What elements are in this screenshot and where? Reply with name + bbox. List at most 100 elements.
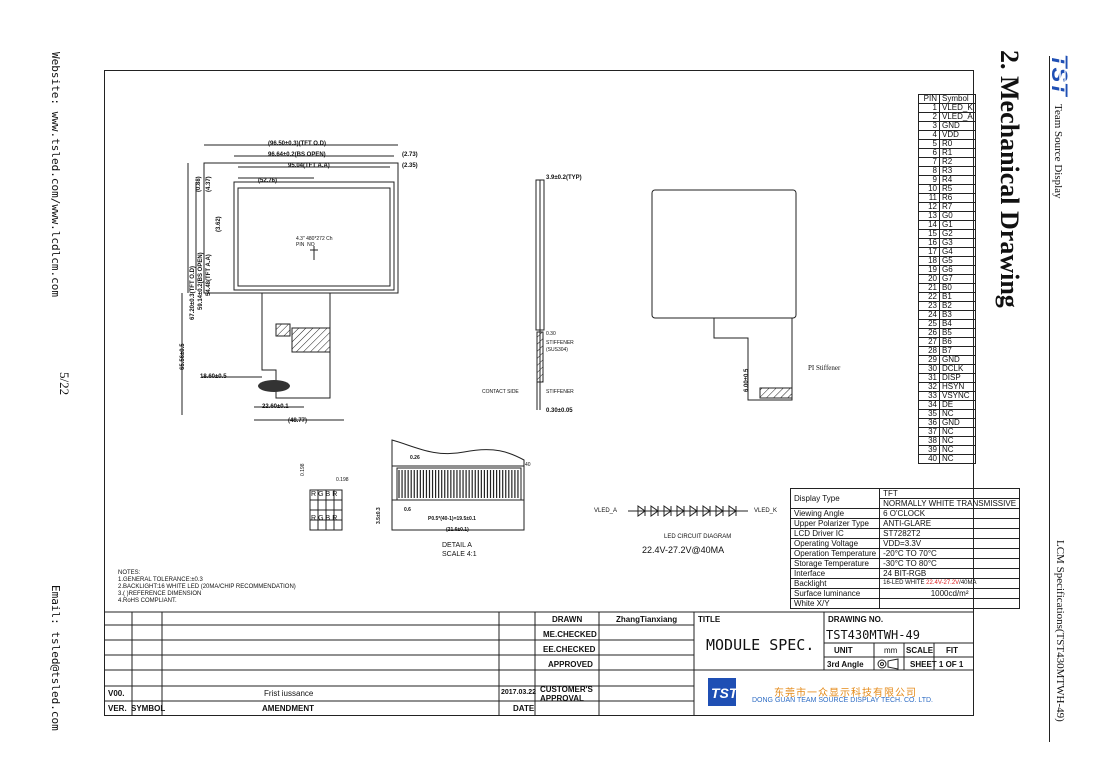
dim-left-1: 67.20±0.3(TFT O.D) (190, 266, 196, 320)
detail-06: 0.6 (404, 507, 411, 513)
drawn-value: ZhangTianxiang (616, 615, 678, 624)
pixel-height: 0.198 (300, 463, 306, 476)
amendment-label: AMENDMENT (262, 704, 314, 713)
email-text: Email: tsled@tsled.com (49, 585, 62, 731)
spec-table: Display Type TFT NORMALLY WHITE TRANSMIS… (789, 488, 1021, 609)
led-diode (715, 505, 724, 517)
dim-left-2: 59.14±0.2(BS OPEN) (198, 252, 204, 310)
dim-bs-open: 96.64±0.2(BS OPEN) (268, 152, 326, 158)
spec-value (879, 598, 1021, 609)
backlight-voltage: 22.4V-27.2V (926, 580, 960, 586)
center-note: 4.3" 480*272 Ch PIN NO (296, 236, 333, 248)
angle-label: 3rd Angle (827, 660, 864, 669)
side-stiffener-material: (SUS304) (546, 347, 568, 353)
note-line: NOTES: (118, 570, 141, 576)
spec-label: Operating Voltage (789, 538, 881, 549)
dim-active-area: 95.04(TFT A.A) (288, 163, 330, 169)
notes-block: NOTES: 1.GENERAL TOLERANCE:±0.3 2.BACKLI… (118, 570, 296, 605)
rev-version: V00. (108, 689, 125, 698)
note-line: 1.GENERAL TOLERANCE:±0.3 (118, 577, 203, 583)
contact-side-label: CONTACT SIDE (482, 389, 519, 395)
spec-value: ST7282T2 (879, 528, 1021, 539)
section-title: 2. Mechanical Drawing (995, 50, 1024, 308)
pixel-row-1: RGBR (311, 491, 340, 498)
spec-label: Surface luminance (789, 588, 881, 599)
back-dimension: 6.00±0.5 (744, 368, 750, 392)
dim-1860: 18.60±0.5 (200, 374, 227, 380)
led-diagram-title: LED CIRCUIT DIAGRAM (664, 534, 732, 540)
title-label: TITLE (698, 615, 721, 624)
spec-label: Display Type (789, 488, 881, 509)
dim-left-5: (4.37) (206, 176, 212, 192)
spec-value: 16-LED WHITE 22.4V-27.2V/40MA (879, 578, 1021, 589)
dim-4877: (48.77) (288, 418, 308, 424)
led-diode (689, 505, 698, 517)
detail-left: 3.5±0.3 (376, 507, 382, 524)
rev-date: 2017.03.22 (501, 689, 537, 696)
note-line: 4.RoHS COMPLIANT. (118, 598, 177, 604)
front-active-area (237, 187, 391, 287)
sheet-value: SHEET 1 OF 1 (910, 660, 964, 669)
customer-approval-label: CUSTOMER'S APPROVAL (540, 685, 593, 703)
pin-number: 40 (918, 454, 940, 464)
company-chinese-name: 东莞市一众显示科技有限公司 (774, 688, 917, 699)
mechanical-drawing: TST (104, 144, 974, 716)
scale-value: FIT (946, 646, 958, 655)
side-thickness: 3.9±0.2(TYP) (546, 175, 582, 181)
spec-label: Interface (789, 568, 881, 579)
titleblock-logo: TST (708, 678, 739, 706)
led-diode (637, 505, 646, 517)
spec-label: Viewing Angle (789, 508, 881, 519)
spec-value: NORMALLY WHITE TRANSMISSIVE (879, 498, 1021, 509)
dim-235: (2.35) (402, 163, 418, 169)
spec-label: Backlight (789, 578, 881, 589)
spec-label: LCD Driver IC (789, 528, 881, 539)
header-rule (1049, 56, 1050, 742)
dim-273: (2.73) (402, 152, 418, 158)
rev-description: Frist iussance (264, 689, 314, 698)
detail-pitch: P0.5*(40-1)=19.5±0.1 (428, 516, 476, 522)
led-anode-label: VLED_A (594, 508, 618, 514)
me-checked-label: ME.CHECKED (543, 630, 597, 639)
symbol-label: SYMBOL (131, 704, 166, 713)
title-value: MODULE SPEC. (706, 636, 815, 654)
spec-label: Storage Temperature (789, 558, 881, 569)
drawn-label: DRAWN (552, 615, 583, 624)
page-number: 5/22 (57, 372, 72, 396)
ee-checked-label: EE.CHECKED (543, 645, 596, 654)
website-text: Website: www.tsled.com/www.lcdlcm.com (49, 52, 62, 298)
date-label: DATE (513, 704, 535, 713)
dim-outline: (96.50±0.3)(TFT O.D) (268, 141, 326, 147)
led-diode (663, 505, 672, 517)
led-diode (728, 505, 737, 517)
company-name: Team Source Display (1052, 104, 1064, 199)
detail-a-scale: SCALE 4:1 (442, 551, 477, 558)
scale-label: SCALE (906, 646, 934, 655)
spec-value: VDD=3.3V (879, 538, 1021, 549)
stiffener-label: STIFFENER (546, 389, 574, 395)
spec-value: 24 BIT-RGB (879, 568, 1021, 579)
note-line: 2.BACKLIGHT:16 WHITE LED (20MA/CHIP RECO… (118, 584, 296, 590)
pin-symbol: NC (939, 454, 976, 464)
svg-text:TST: TST (711, 685, 739, 701)
led-spec: 22.4V-27.2V@40MA (642, 545, 725, 555)
detail-a-title: DETAIL A (442, 542, 472, 549)
led-diode (702, 505, 711, 517)
detail-026: 0.26 (410, 455, 420, 461)
dim-left-3: 54.48(TFT A.A) (206, 254, 212, 296)
led-diode (650, 505, 659, 517)
detail-40: 40 (525, 462, 531, 468)
dim-5276: (52.76) (258, 178, 278, 184)
spec-label: White X/Y (789, 598, 881, 609)
drawing-no-label: DRAWING NO. (828, 615, 884, 624)
led-diode (676, 505, 685, 517)
side-stiffener-thickness: 0.30 (546, 331, 556, 337)
ver-label: VER. (108, 704, 127, 713)
spec-value: TFT (879, 488, 1021, 499)
company-english-name: DONG GUAN TEAM SOURCE DISPLAY TECH. CO. … (752, 697, 933, 704)
unit-value: mm (884, 646, 898, 655)
company-logo: TST (1047, 52, 1074, 98)
back-outline (651, 189, 797, 319)
